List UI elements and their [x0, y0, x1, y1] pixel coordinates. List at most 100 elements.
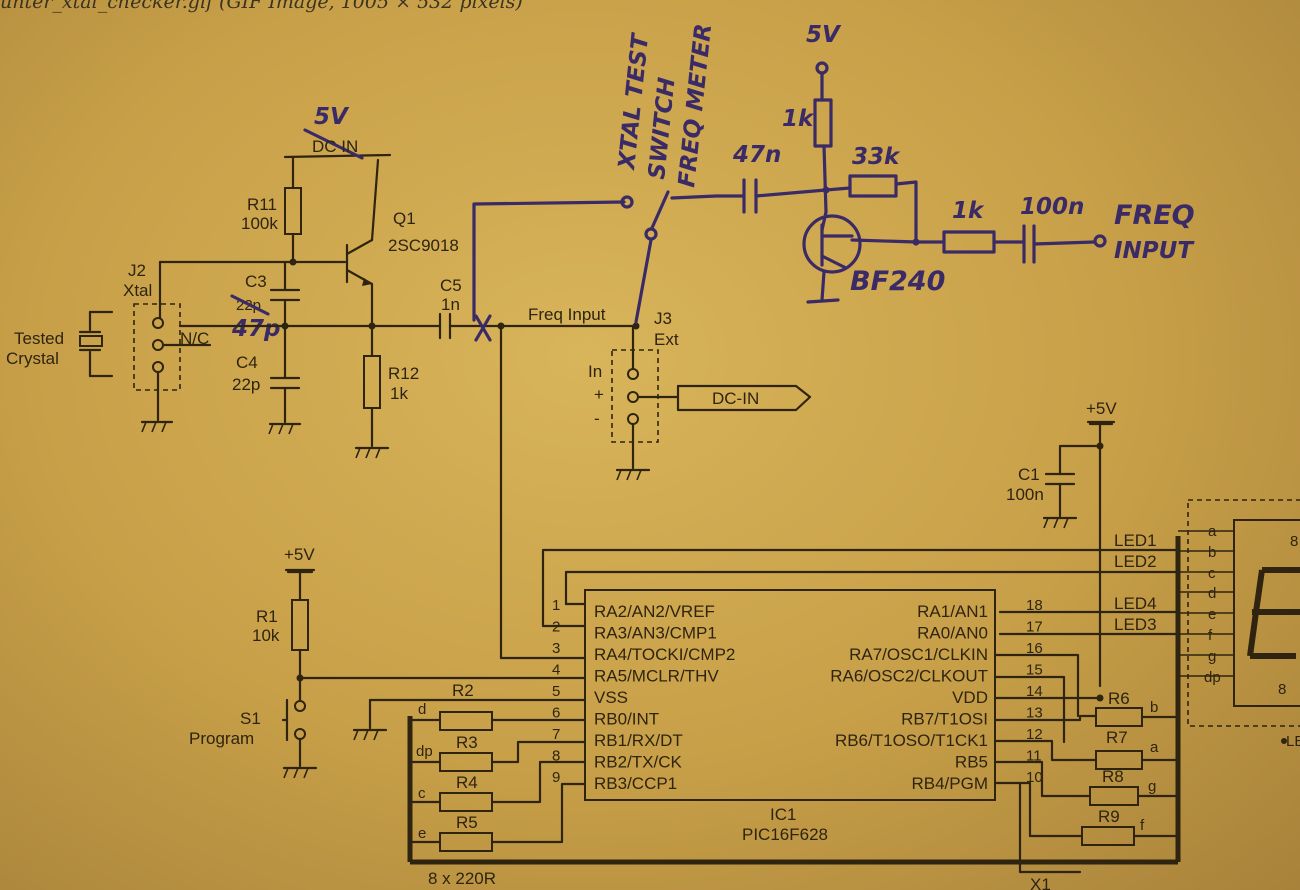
r8-segment: g	[1148, 778, 1156, 795]
ic-pin-number: 17	[1026, 619, 1043, 636]
ic-pin-name: VSS	[594, 688, 628, 707]
handwritten-switch-wire	[472, 200, 626, 322]
ic-pin-name: RA7/OSC1/CLKIN	[849, 645, 988, 664]
r8-name: R8	[1102, 767, 1124, 786]
ic-pin-number: 18	[1026, 597, 1043, 614]
r7-name: R7	[1106, 728, 1128, 747]
ground-symbol	[615, 468, 651, 481]
q1-name: Q1	[393, 209, 416, 228]
ic-pin-name: RB1/RX/DT	[594, 731, 683, 750]
r11-resistor	[284, 187, 302, 235]
ground-symbol	[282, 766, 318, 779]
switch-contact	[620, 195, 634, 209]
ic-pin-number: 15	[1026, 662, 1043, 679]
ic-pin-name: RA1/AN1	[917, 602, 988, 621]
r8-resistor	[1089, 786, 1139, 806]
led2-wire	[564, 570, 1180, 606]
r7-segment: a	[1150, 739, 1159, 756]
ic-pin-name: VDD	[952, 688, 988, 707]
res-1k-input-label: 1k	[952, 198, 985, 224]
ic-pin-number: 16	[1026, 640, 1043, 657]
r6-segment: b	[1150, 699, 1158, 716]
r1-resistor	[291, 599, 309, 651]
cap-47n-label: 47n	[732, 142, 781, 168]
ic-pin-name: RA2/AN2/VREF	[594, 602, 715, 621]
ic-pin-name: RB0/INT	[594, 710, 659, 729]
r5-resistor	[439, 832, 493, 852]
c5-value: 1n	[441, 295, 460, 314]
ic-pin-name: RA6/OSC2/CLKOUT	[830, 667, 988, 686]
r4-name: R4	[456, 773, 478, 792]
dc-in-5v-note: 5V	[314, 104, 350, 130]
c4-value: 22p	[232, 375, 260, 394]
led1-label: LED1	[1114, 531, 1157, 550]
svg-text:a: a	[1208, 523, 1217, 540]
dc-in-label: DC IN	[312, 137, 358, 156]
r12-name: R12	[388, 364, 419, 383]
res-33k-label: 33k	[852, 144, 901, 170]
plus5v-left-label: +5V	[284, 545, 315, 564]
r3-resistor	[439, 752, 493, 772]
res-1k-top	[813, 98, 833, 148]
seg-dp-label: dp	[416, 743, 433, 760]
j3-plus-label: +	[594, 385, 604, 404]
ic-pin-number: 11	[1026, 748, 1042, 765]
r11-value: 100k	[241, 214, 278, 233]
s1-name: S1	[240, 709, 261, 728]
dc-in-strike	[303, 128, 364, 160]
display-digit-top: 8	[1290, 533, 1298, 550]
r12-value: 1k	[390, 384, 408, 403]
c1-value: 100n	[1006, 485, 1044, 504]
cap-100n-label: 100n	[1020, 194, 1084, 220]
ic-pin-name: RA4/TOCKI/CMP2	[594, 645, 735, 664]
supply-top-label: 5V	[806, 22, 842, 48]
ic-pin-name: RA0/AN0	[917, 624, 988, 643]
r4-resistor	[439, 792, 493, 812]
r9-name: R9	[1098, 807, 1120, 826]
res-1k-top-label: 1k	[782, 106, 815, 132]
svg-text:dp: dp	[1204, 669, 1221, 686]
r6-resistor	[1095, 707, 1143, 727]
r11-name: R11	[247, 195, 277, 214]
svg-text:d: d	[1208, 585, 1216, 602]
ic-pin-number: 1	[552, 597, 560, 614]
j3-label: Ext	[654, 330, 679, 349]
r12-resistor	[363, 355, 381, 409]
res-33k	[848, 174, 898, 198]
ic-pin-name: RB7/T1OSI	[901, 710, 988, 729]
nc-label: N/C	[180, 329, 209, 348]
tested-crystal-line2: Crystal	[6, 349, 59, 368]
r6-name: R6	[1108, 689, 1130, 708]
page-title: unter_xtal_checker.gif (GIF Image, 1005 …	[0, 0, 523, 13]
bf240-transistor	[802, 214, 862, 274]
ground-symbol	[140, 420, 174, 433]
display-segment-labels: a b c d e f g dp	[1204, 523, 1221, 686]
dc-in-tag	[676, 384, 812, 412]
ic-pin-name: RB5	[955, 753, 988, 772]
ic-pin-name: RB2/TX/CK	[594, 753, 683, 772]
ic-pin-number: 13	[1026, 705, 1043, 722]
q1-part: 2SC9018	[388, 236, 459, 255]
r1-name: R1	[256, 607, 278, 626]
ic-pin-number: 14	[1026, 683, 1043, 700]
j3-in-label: In	[588, 362, 602, 381]
ic-pin-number: 12	[1026, 726, 1043, 743]
ic1-right-pins: 18 RA1/AN1 17 RA0/AN0 16 RA7/OSC1/CLKIN 15 RA6/…	[830, 597, 1042, 793]
ic1-name: IC1	[770, 805, 796, 824]
r9-resistor	[1081, 826, 1135, 846]
r2-resistor	[439, 711, 493, 731]
supply-terminal	[815, 61, 829, 75]
ic1-chip	[584, 589, 996, 801]
led4-label: LED4	[1114, 594, 1157, 613]
ic-pin-name: RB6/T1OSO/T1CK1	[835, 731, 988, 750]
ground-symbol	[268, 422, 302, 435]
dc-in-tag-label: DC-IN	[712, 389, 759, 408]
j3-minus-label: -	[594, 409, 600, 428]
ic1-part: PIC16F628	[742, 825, 828, 844]
plus5v-right-label: +5V	[1086, 399, 1117, 418]
ground-symbol	[352, 728, 388, 741]
svg-text:f: f	[1208, 627, 1213, 644]
ic-pin-name: RB4/PGM	[911, 774, 988, 793]
